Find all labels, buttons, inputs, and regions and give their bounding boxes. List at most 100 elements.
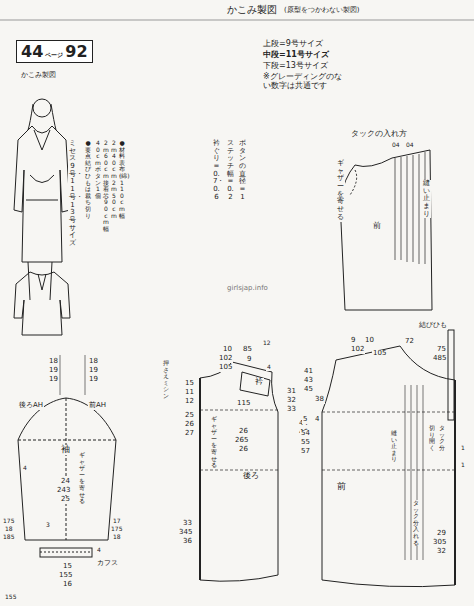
pattern-label: 102: [350, 346, 365, 354]
pattern-label: 38: [314, 396, 325, 404]
pattern-label: 前: [372, 222, 382, 231]
pattern-label: 後ろAH: [18, 402, 44, 410]
pattern-label: 26: [238, 446, 249, 454]
pattern-label: 155: [4, 594, 17, 601]
pattern-label: 15: [62, 563, 73, 571]
pattern-label: 305: [432, 539, 447, 547]
pattern-label: 15: [184, 380, 195, 388]
pattern-label: ステッチ幅=0.2: [226, 140, 235, 202]
pattern-label: 18: [112, 534, 122, 541]
pattern-label: 04: [405, 142, 415, 149]
pattern-label: かこみ製図: [20, 72, 57, 80]
pattern-label: 345: [178, 529, 193, 537]
pattern-label: 3: [45, 522, 51, 529]
pattern-label: 33: [182, 520, 193, 528]
pattern-label: ギャザーを寄せる: [336, 160, 345, 222]
pattern-label: ※グレーディングのない数字は共通です: [262, 73, 348, 91]
pattern-label: 18: [48, 358, 59, 366]
pattern-label: 55: [300, 439, 311, 447]
page-number: ページ: [45, 51, 63, 60]
pattern-label: 26: [238, 428, 249, 436]
pattern-label: 27: [184, 430, 195, 438]
pattern-label: ミセス9号・11号・13号サイズ: [68, 140, 77, 248]
pattern-label: 175: [2, 518, 15, 525]
pattern-label: 10: [364, 337, 375, 345]
pattern-label: タックの入れ方: [350, 130, 408, 139]
pattern-label: 4: [314, 416, 320, 424]
page-box: 44ページ92: [16, 40, 93, 63]
pattern-label: 18: [4, 526, 14, 533]
pattern-label: 32: [436, 548, 447, 556]
pattern-label: 175: [110, 526, 123, 533]
pattern-label: 265: [234, 437, 249, 445]
pattern-label: 72: [404, 338, 415, 346]
pattern-label: 4: [96, 547, 102, 554]
pattern-label: 43: [303, 377, 314, 385]
pattern-label: 32: [286, 397, 297, 405]
pattern-label: 19: [48, 376, 59, 384]
pattern-label: 衿ぐり=0.7・0.6: [212, 140, 221, 202]
pattern-label: 115: [236, 400, 251, 408]
pattern-label: 下段=13号サイズ: [262, 62, 329, 71]
pattern-label: 36: [182, 538, 193, 546]
pattern-label: ●材料 表布(綿)110cm幅: [118, 140, 126, 219]
pattern-label: 25: [60, 496, 71, 504]
pattern-label: 5: [302, 416, 308, 424]
pattern-label: 袖: [60, 445, 71, 455]
pattern-label: 前: [336, 482, 347, 492]
pattern-label: (原型をつかわない製図): [283, 7, 360, 15]
pattern-label: 9: [350, 337, 356, 345]
page-title: かこみ製図: [226, 4, 278, 15]
pattern-label: 衿: [254, 378, 264, 387]
pattern-label: 10: [222, 346, 233, 354]
pattern-label: 33: [286, 406, 297, 414]
pattern-label: 155: [58, 572, 73, 580]
pattern-label: 75: [436, 346, 447, 354]
pattern-label: 押さえミシン: [162, 360, 170, 400]
pattern-label: 26: [184, 421, 195, 429]
pattern-label: 4: [266, 364, 272, 371]
page-number: 44: [21, 42, 43, 61]
pattern-label: 102: [218, 355, 233, 363]
pattern-label: 19: [48, 367, 59, 375]
pattern-label: ボタンの直径=1: [238, 140, 247, 202]
pattern-label: 18: [88, 358, 99, 366]
pattern-label: 上段=9号サイズ: [262, 40, 324, 49]
pattern-label: 105: [372, 350, 387, 358]
pattern-label: 40cm ボタン1個: [94, 140, 102, 199]
pattern-label: 185: [2, 534, 15, 541]
pattern-label: 85: [242, 346, 253, 354]
pattern-label: 12: [184, 398, 195, 406]
pattern-label: 縫い止まり: [422, 180, 431, 218]
pattern-label: 中段=11号サイズ: [262, 51, 330, 60]
pattern-label: 縫い止まり: [390, 430, 398, 463]
pattern-label: 前AH: [88, 402, 107, 410]
pattern-label: ギャザーを寄せる: [210, 416, 218, 469]
pattern-label: 57: [300, 448, 311, 456]
pattern-label: 25: [184, 412, 195, 420]
pattern-label: タック分入れる: [412, 500, 420, 546]
pattern-label: 41: [303, 368, 314, 376]
pattern-label: 11: [184, 389, 195, 397]
pattern-label: 29: [436, 530, 447, 538]
pattern-label: 後ろ: [242, 472, 260, 481]
pattern-label: 243: [56, 487, 71, 495]
pattern-label: 485: [432, 355, 447, 363]
pattern-label: 45: [303, 386, 314, 394]
pattern-label: 1: [460, 462, 466, 469]
pattern-label: 4: [22, 465, 28, 472]
pattern-label: 17: [112, 518, 122, 525]
pattern-label: 04: [391, 142, 401, 149]
pattern-label: 2m40cm・2m50cm・: [110, 140, 118, 219]
pattern-label: 16: [62, 581, 73, 589]
pattern-label: 9: [246, 356, 252, 364]
pattern-label: 19: [88, 376, 99, 384]
pattern-label: 切り開く: [428, 425, 436, 451]
pattern-label: 2m60cm 接着芯90cm幅: [102, 140, 110, 232]
pattern-label: 105: [218, 364, 233, 372]
pattern-label: 19: [88, 367, 99, 375]
pattern-label: 1: [460, 445, 466, 452]
page-number: 92: [65, 42, 87, 61]
pattern-label: ギャザーを寄せる: [78, 452, 86, 505]
